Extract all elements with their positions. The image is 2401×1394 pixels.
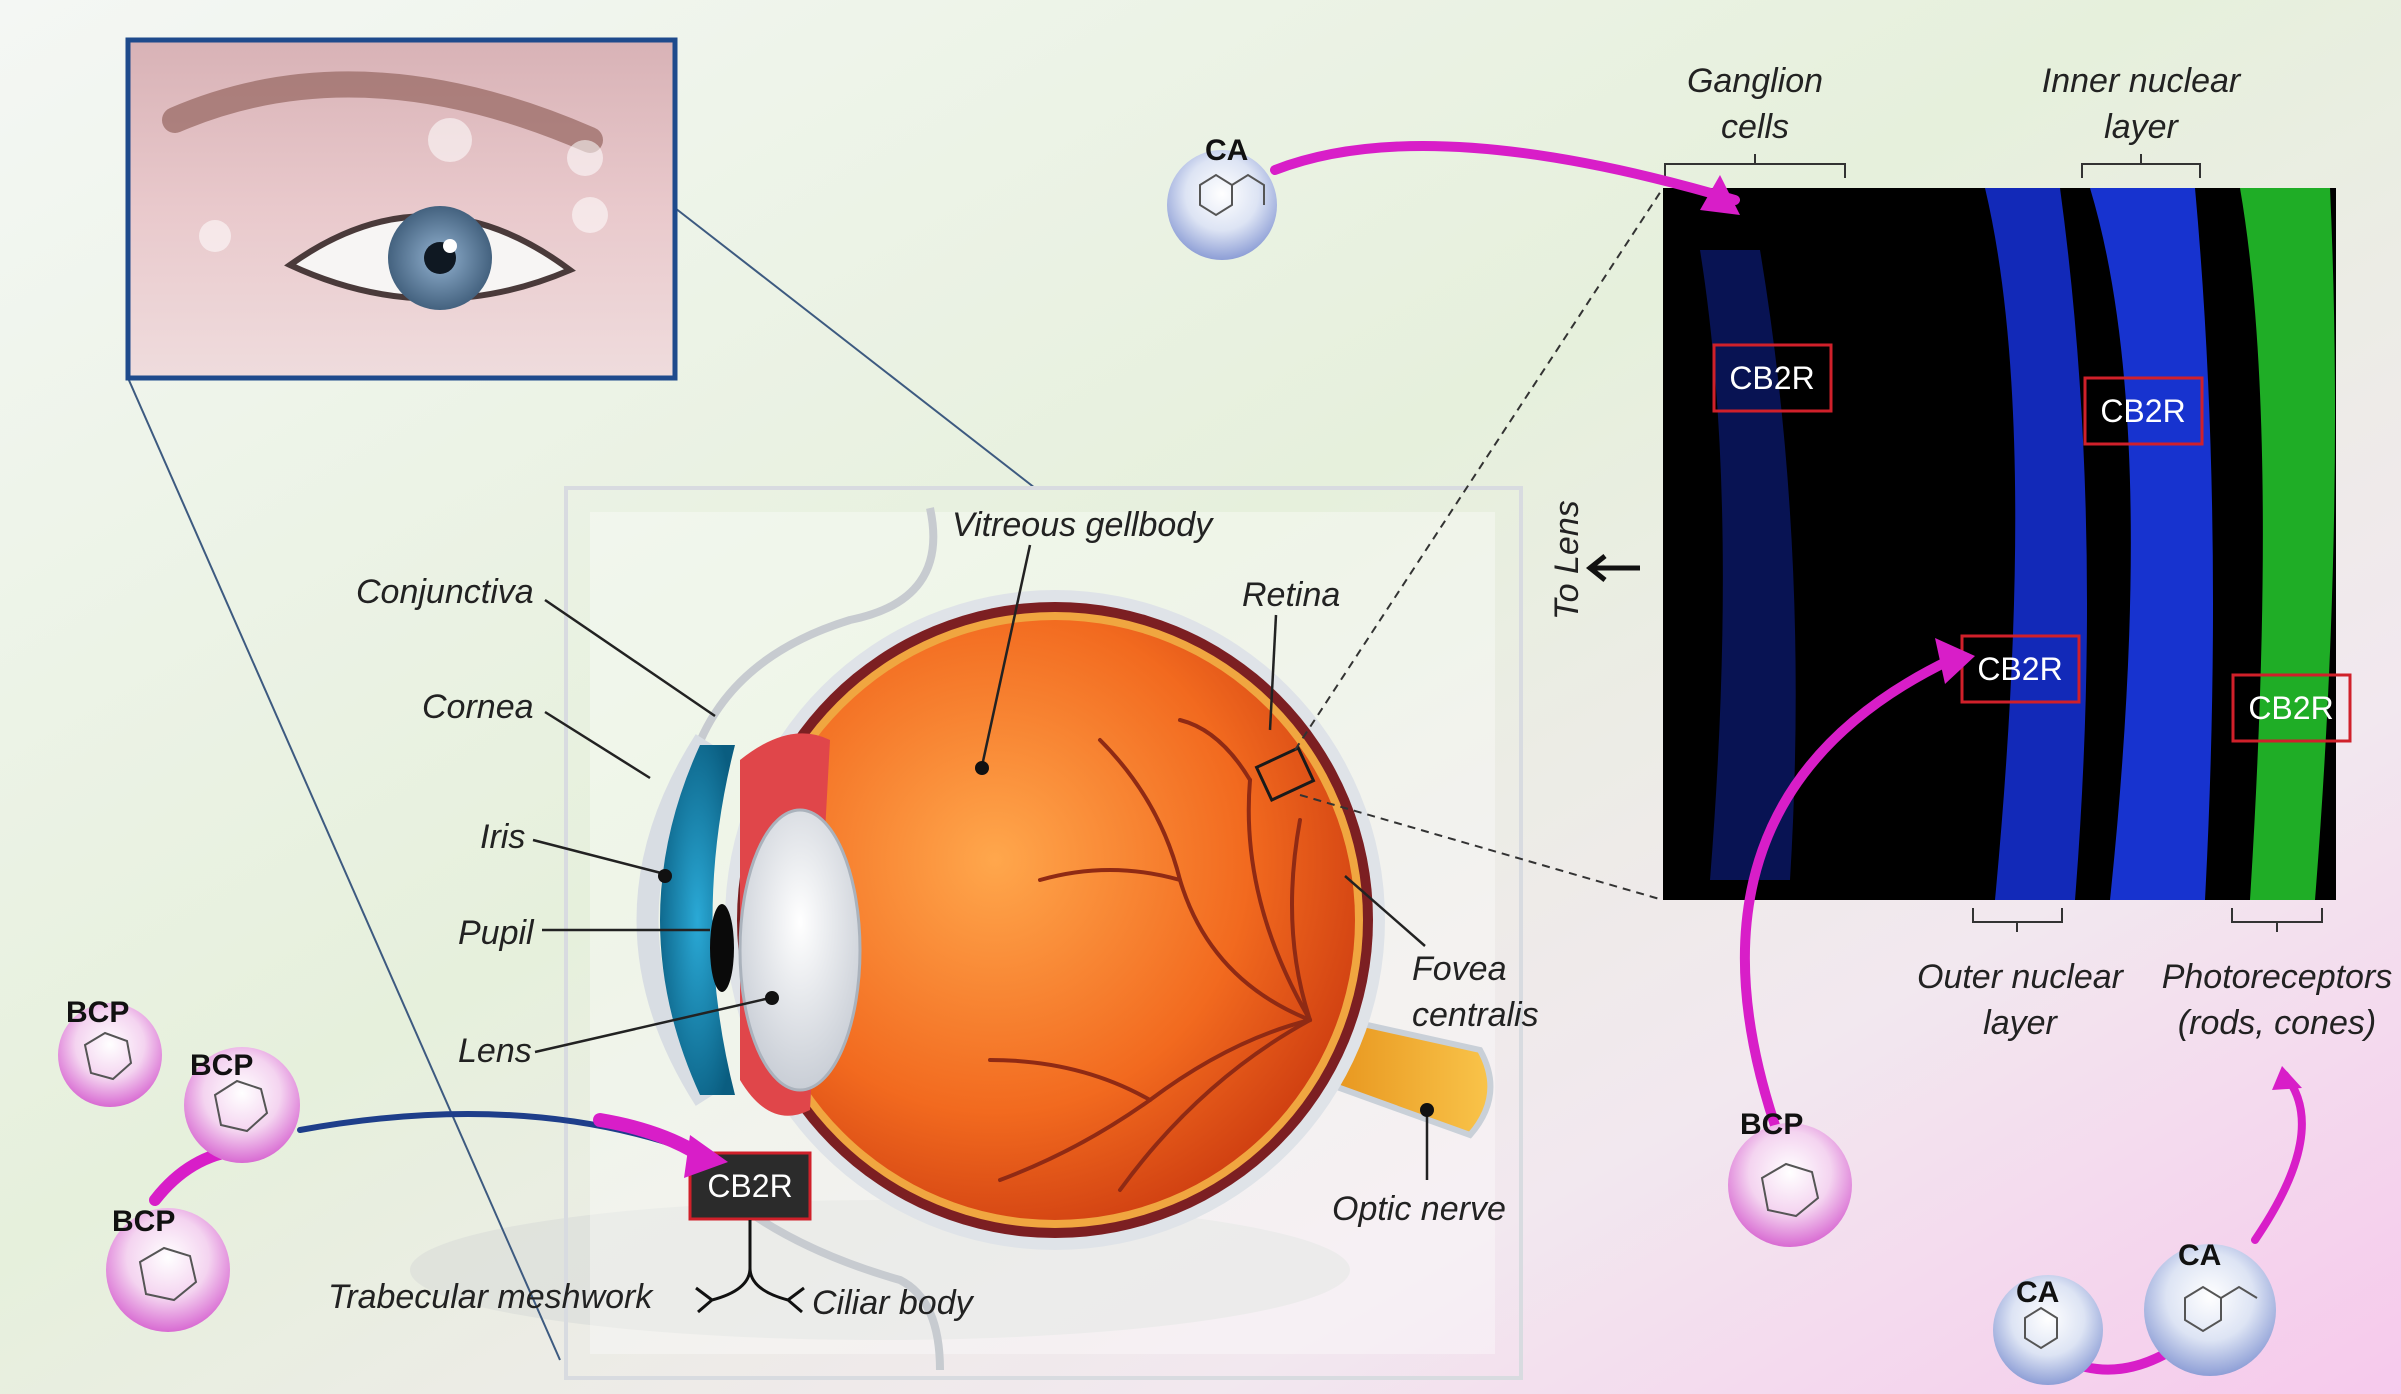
svg-text:BCP: BCP (190, 1049, 253, 1082)
cb2r-box-photoreceptors: CB2R (2231, 673, 2352, 743)
svg-text:CB2R: CB2R (707, 1168, 792, 1204)
svg-text:BCP: BCP (112, 1205, 175, 1238)
label-ganglion-1: Ganglion (1687, 62, 1823, 100)
svg-text:BCP: BCP (1740, 1108, 1803, 1141)
zoom-guide-lines (127, 207, 1036, 1361)
label-lens: Lens (458, 1032, 532, 1070)
label-cornea: Cornea (422, 688, 534, 726)
projection-lines (1294, 187, 1664, 901)
to-lens-label: To Lens (1548, 500, 1586, 620)
label-retina: Retina (1242, 576, 1340, 614)
retina-zoom-box (1254, 745, 1316, 803)
molecule-bcp-right: BCP (1728, 1108, 1852, 1247)
svg-text:CB2R: CB2R (2248, 690, 2333, 726)
svg-text:CB2R: CB2R (1729, 360, 1814, 396)
molecule-ca-bottom-left: CA (1993, 1275, 2103, 1385)
to-lens-arrow (1585, 554, 1640, 582)
label-outer-nuclear-1: Outer nuclear (1917, 958, 2125, 996)
optic-nerve-dot (1420, 1103, 1434, 1117)
svg-text:CA: CA (1205, 134, 1248, 167)
label-fovea-2: centralis (1412, 996, 1539, 1034)
molecule-ca-bottom-right: CA (2144, 1239, 2276, 1376)
eye-panel-frame (564, 486, 1523, 1380)
label-inner-nuclear-1: Inner nuclear (2042, 62, 2242, 100)
molecule-ca-top: CA (1167, 134, 1277, 260)
cb2r-box-ganglion: CB2R (1712, 343, 1833, 413)
molecule-bcp-left-top: BCP (58, 996, 162, 1107)
label-vitreous: Vitreous gellbody (952, 506, 1214, 544)
cb2r-box-inner-nuclear: CB2R (2083, 376, 2204, 446)
lens-dot (765, 991, 779, 1005)
label-conjunctiva: Conjunctiva (356, 573, 534, 611)
trabecular-branch-arrows (695, 1220, 805, 1314)
molecule-bcp-left-middle: BCP (184, 1047, 300, 1163)
leader-lines (532, 544, 1429, 1180)
label-ciliar: Ciliar body (812, 1284, 975, 1322)
label-fovea-1: Fovea (1412, 950, 1507, 988)
label-ganglion-2: cells (1721, 108, 1789, 146)
iris-dot (658, 869, 672, 883)
label-inner-nuclear-2: layer (2104, 108, 2179, 146)
svg-text:CA: CA (2178, 1239, 2221, 1272)
layer-brackets (1664, 154, 2323, 932)
svg-text:CA: CA (2016, 1276, 2059, 1309)
eye-photo (125, 37, 678, 381)
svg-text:CB2R: CB2R (2100, 393, 2185, 429)
retina-micrograph (1663, 188, 2336, 900)
label-trabecular: Trabecular meshwork (328, 1278, 654, 1316)
label-optic-nerve: Optic nerve (1332, 1190, 1506, 1228)
label-photoreceptors-2: (rods, cones) (2178, 1004, 2376, 1042)
molecule-bcp-left-bottom: BCP (106, 1205, 230, 1332)
eye-cross-section (636, 507, 1494, 1371)
label-iris: Iris (480, 818, 525, 856)
label-photoreceptors-1: Photoreceptors (2162, 958, 2393, 996)
vitreous-dot (975, 761, 989, 775)
label-outer-nuclear-2: layer (1983, 1004, 2058, 1042)
svg-text:BCP: BCP (66, 996, 129, 1029)
cb2r-box-outer-nuclear: CB2R (1960, 634, 2081, 704)
svg-text:CB2R: CB2R (1977, 651, 2062, 687)
label-pupil: Pupil (458, 914, 535, 952)
